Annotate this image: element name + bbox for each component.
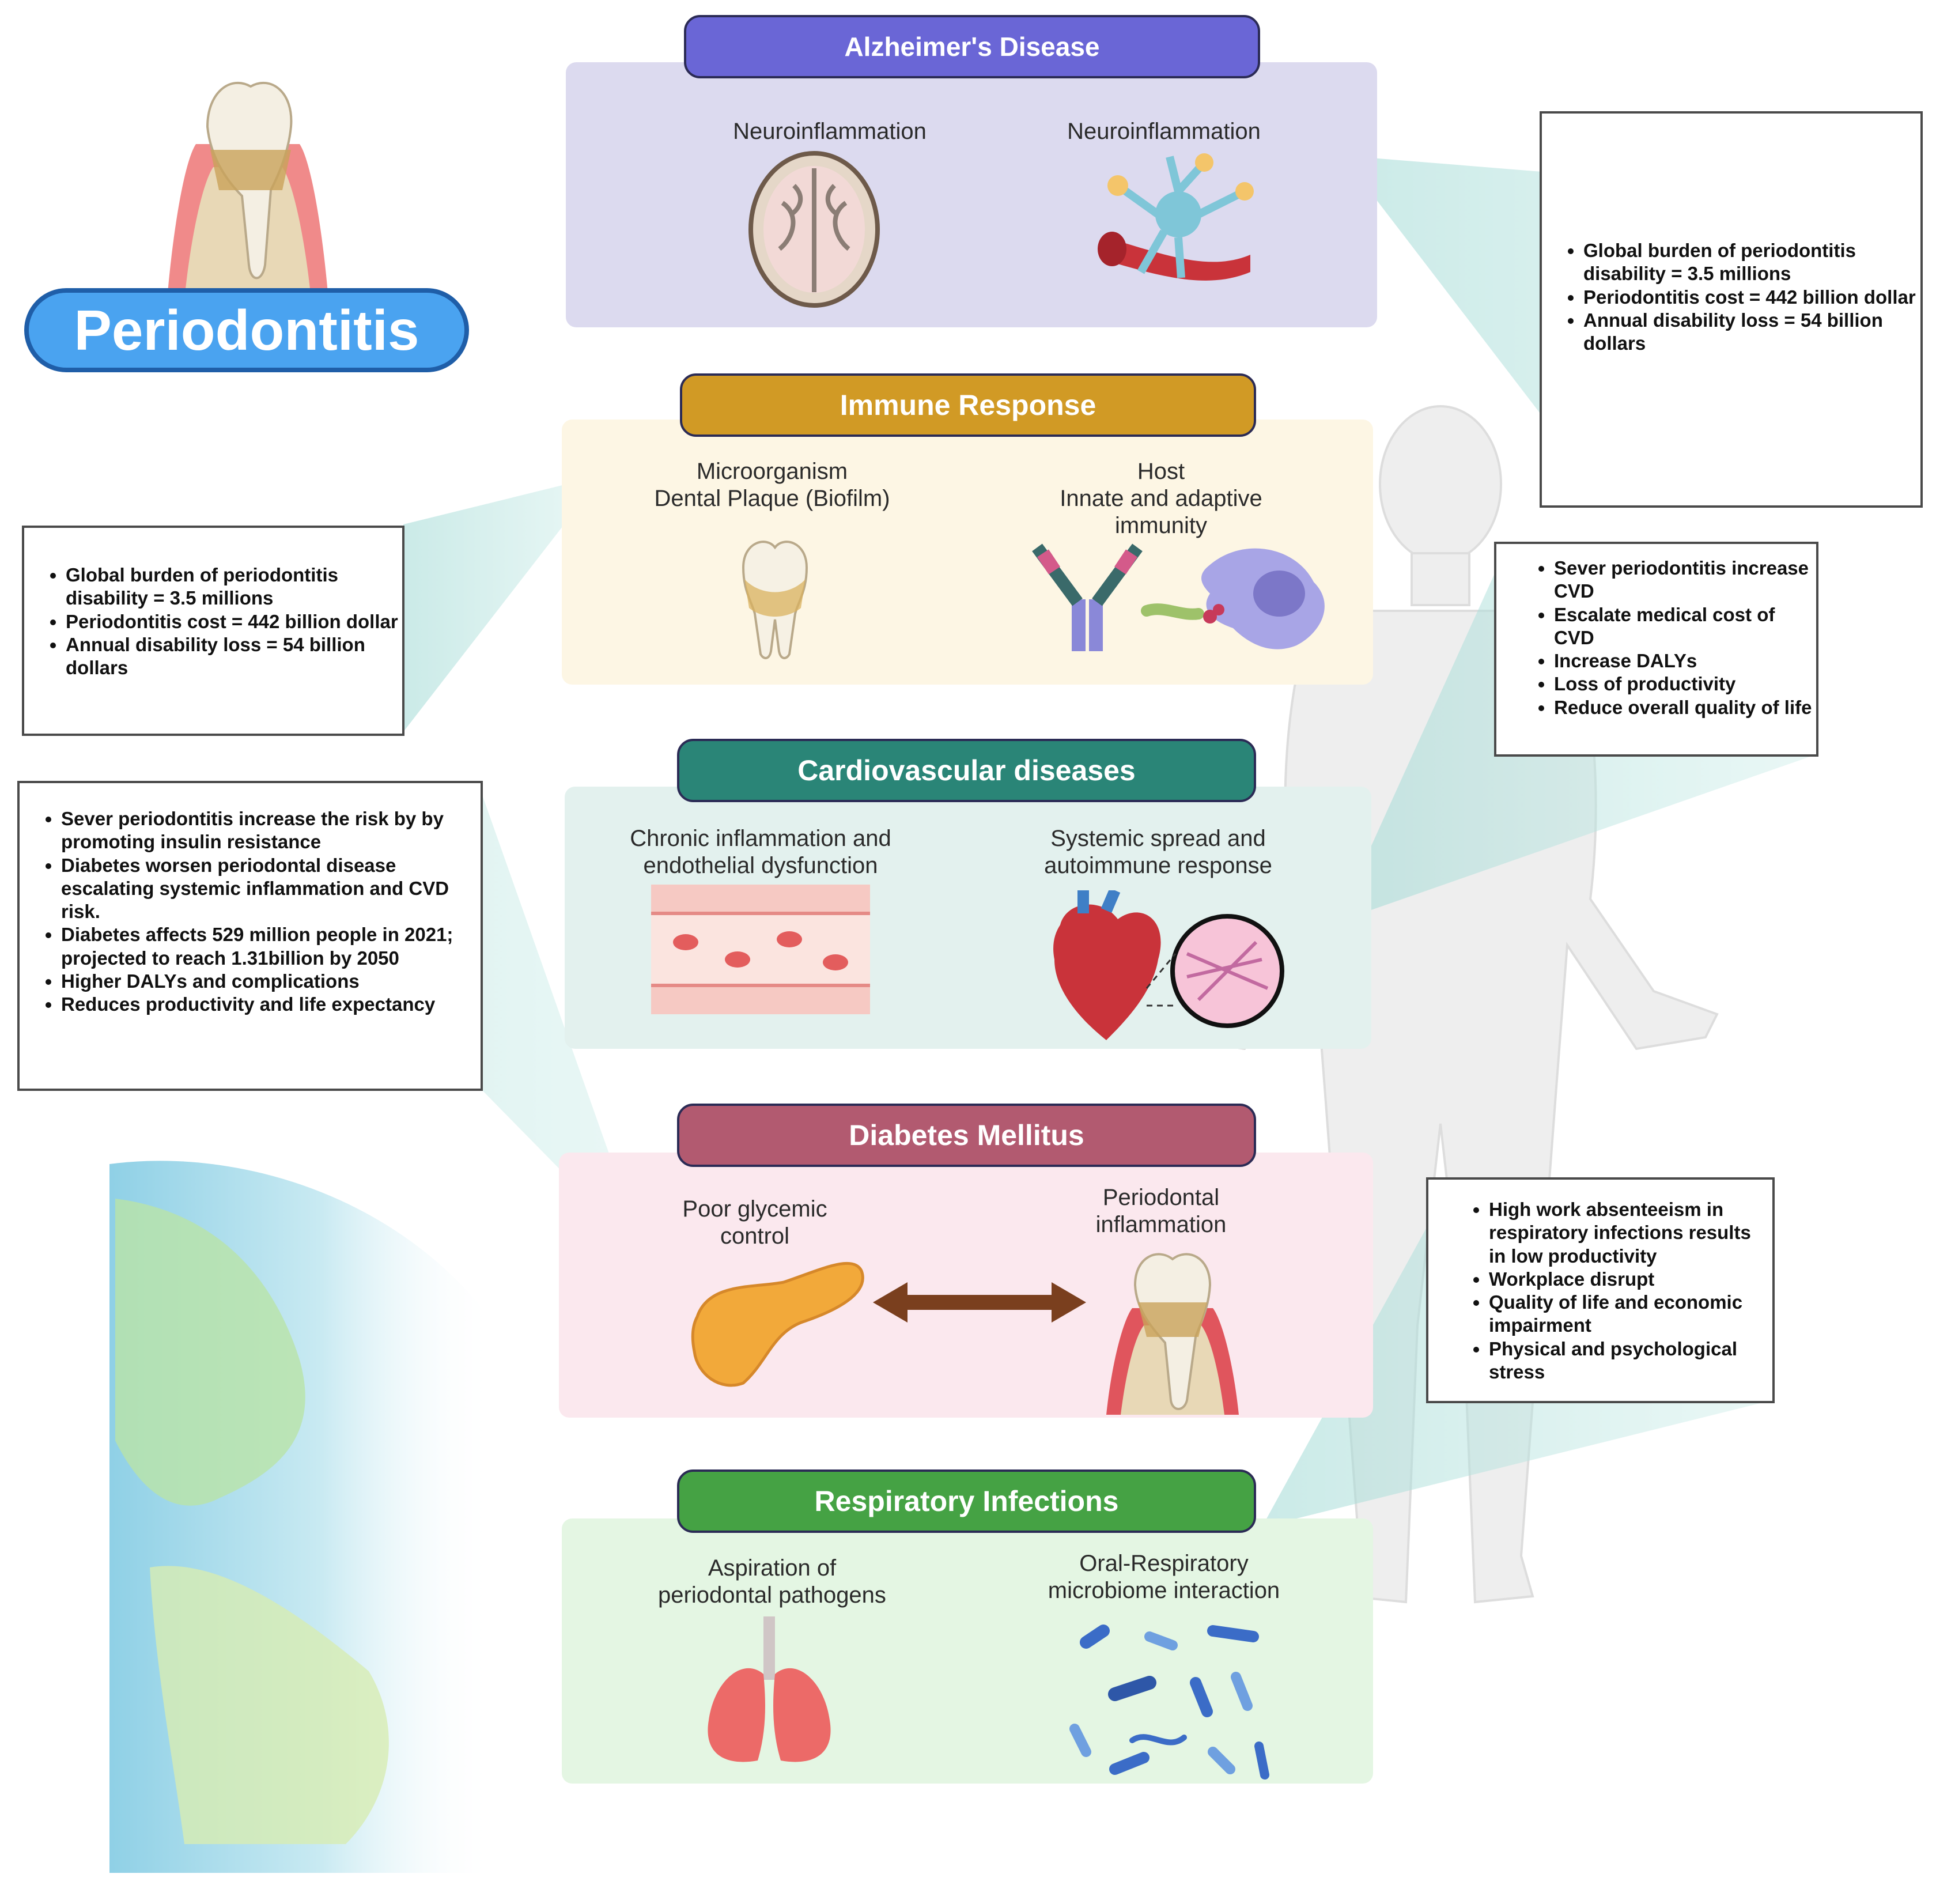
info-item: High work absenteeism in respiratory inf… — [1489, 1198, 1772, 1268]
respiratory-left-label: Aspiration of periodontal pathogens — [658, 1555, 886, 1608]
info-item: Loss of productivity — [1554, 673, 1816, 696]
lungs-icon — [708, 1616, 831, 1762]
info-box-economic-burden-right: Global burden of periodontitis disabilit… — [1540, 111, 1923, 508]
bacteria-icon — [1069, 1625, 1269, 1780]
info-item: Quality of life and economic impairment — [1489, 1291, 1772, 1338]
info-item: Annual disability loss = 54 billion doll… — [66, 633, 402, 680]
info-item: Higher DALYs and complications — [61, 970, 481, 993]
info-box-diabetes-burden: Sever periodontitis increase the risk by… — [17, 781, 483, 1091]
immune-left-label: Microorganism Dental Plaque (Biofilm) — [654, 459, 890, 512]
info-item: Diabetes affects 529 million people in 2… — [61, 923, 481, 970]
immune-cells-icon — [1032, 543, 1325, 651]
diabetes-header: Diabetes Mellitus — [677, 1104, 1256, 1167]
diabetes-panel — [559, 1153, 1373, 1418]
info-box-economic-burden-left: Global burden of periodontitis disabilit… — [22, 526, 404, 736]
cardio-left-label: Chronic inflammation and endothelial dys… — [630, 826, 891, 879]
info-item: Physical and psychological stress — [1489, 1338, 1772, 1384]
info-box-cardio-burden: Sever periodontitis increase CVD Escalat… — [1494, 542, 1818, 757]
info-item: Sever periodontitis increase CVD — [1554, 557, 1816, 603]
periodontal-tooth-icon — [1106, 1253, 1239, 1415]
tooth-periodontitis-icon — [167, 81, 328, 300]
cardio-header: Cardiovascular diseases — [677, 739, 1256, 802]
info-item: Periodontitis cost = 442 billion dollar — [66, 610, 402, 633]
info-item: Workplace disrupt — [1489, 1268, 1772, 1291]
neuron-icon — [1098, 153, 1254, 281]
macrophage-icon — [1201, 548, 1325, 649]
cardio-right-label: Systemic spread and autoimmune response — [1044, 826, 1272, 879]
info-item: Annual disability loss = 54 billion doll… — [1583, 309, 1920, 356]
antibody-icon — [1032, 543, 1143, 651]
respiratory-panel — [562, 1518, 1373, 1784]
immune-header: Immune Response — [680, 373, 1256, 437]
diabetes-left-label: Poor glycemic control — [682, 1196, 827, 1249]
alzheimer-header: Alzheimer's Disease — [684, 15, 1260, 78]
info-item: Diabetes worsen periodontal disease esca… — [61, 854, 481, 924]
blood-vessel-icon — [651, 885, 870, 1014]
heart-tissue-icon — [1053, 890, 1284, 1040]
heart-icon — [1053, 890, 1161, 1040]
immune-right-label: Host Innate and adaptive immunity — [1060, 459, 1262, 539]
info-box-respiratory-burden: High work absenteeism in respiratory inf… — [1426, 1177, 1775, 1403]
info-item: Global burden of periodontitis disabilit… — [1583, 239, 1920, 286]
respiratory-header: Respiratory Infections — [677, 1469, 1256, 1533]
info-item: Reduces productivity and life expectancy — [61, 993, 481, 1016]
info-item: Periodontitis cost = 442 billion dollar — [1583, 286, 1920, 309]
info-item: Reduce overall quality of life — [1554, 696, 1816, 719]
alzheimer-left-label: Neuroinflammation — [733, 119, 927, 144]
bidirectional-arrow-icon — [873, 1282, 1086, 1323]
info-item: Escalate medical cost of CVD — [1554, 603, 1816, 650]
info-item: Increase DALYs — [1554, 649, 1816, 673]
pancreas-icon — [691, 1261, 864, 1387]
globe-icon — [109, 1161, 496, 1873]
diabetes-right-label: Periodontal inflammation — [1095, 1185, 1227, 1238]
respiratory-right-label: Oral-Respiratory microbiome interaction — [1048, 1551, 1280, 1604]
plaque-tooth-icon — [742, 541, 808, 659]
info-item: Sever periodontitis increase the risk by… — [61, 807, 481, 854]
alzheimer-right-label: Neuroinflammation — [1067, 119, 1261, 144]
info-item: Global burden of periodontitis disabilit… — [66, 564, 402, 610]
brain-scan-icon — [748, 151, 880, 308]
page-title: Periodontitis — [24, 288, 469, 372]
